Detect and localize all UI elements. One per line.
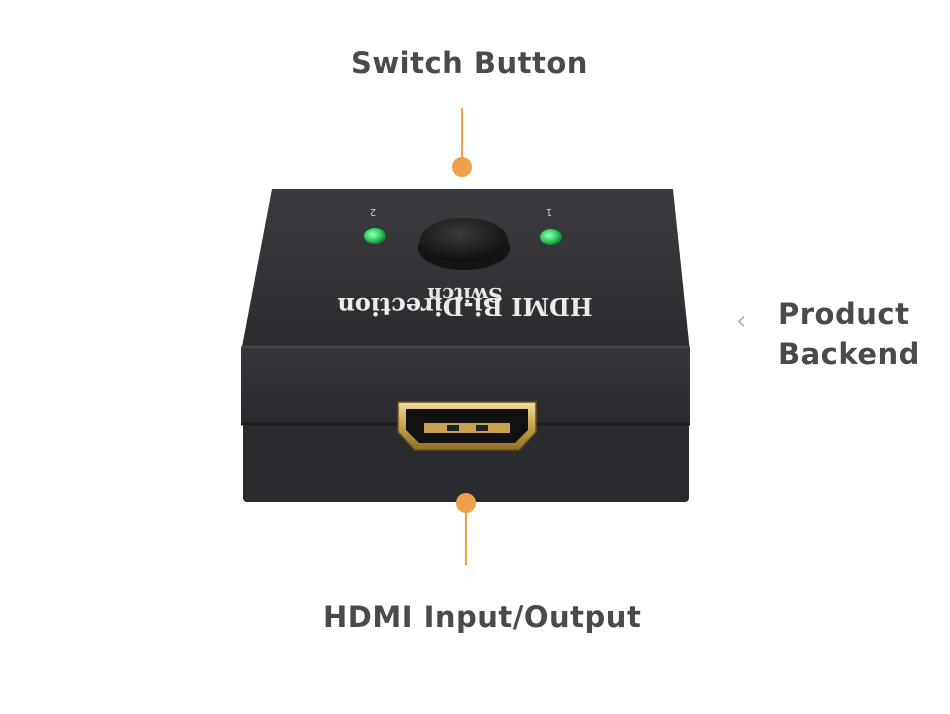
led-left-label: 2 — [370, 206, 376, 217]
hdmi-io-callout: HDMI Input/Output — [323, 600, 642, 634]
switch-button[interactable] — [420, 218, 508, 262]
hdmi-port-pin-gap-right — [476, 425, 488, 431]
hdmi-port-pin-gap-left — [447, 425, 459, 431]
product-backend-line2: Backend — [778, 337, 920, 371]
product-backend-callout: Product Backend — [778, 294, 920, 374]
switch-button-callout: Switch Button — [351, 46, 588, 80]
device-top-face — [241, 189, 690, 352]
hdmi-port-tongue — [424, 423, 510, 433]
device-print-line1: HDMI Bi-Direction — [337, 292, 592, 321]
hdmi-callout-dot — [456, 493, 476, 513]
led-left — [364, 228, 386, 244]
chevron-left-icon: ‹ — [736, 306, 747, 336]
led-right-label: 1 — [546, 206, 552, 217]
product-backend-line1: Product — [778, 297, 910, 331]
led-right — [540, 229, 562, 245]
device-print-line2: Switch — [427, 283, 503, 307]
switch-callout-dot — [452, 157, 472, 177]
device-front-upper — [241, 345, 690, 425]
device-front-lower — [243, 422, 689, 502]
